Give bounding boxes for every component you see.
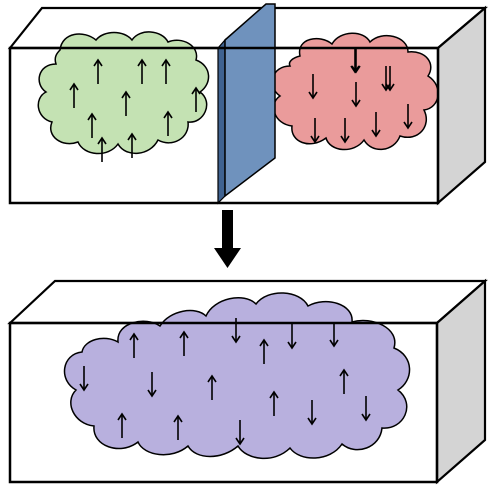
top-box-front-face <box>8 46 440 205</box>
up-arrow-icon <box>117 412 127 438</box>
up-arrow-icon <box>129 332 139 358</box>
down-arrow-icon <box>371 112 381 138</box>
partition-face <box>224 3 276 198</box>
down-arrow-icon <box>351 48 361 74</box>
down-arrow-icon <box>381 66 391 92</box>
down-arrow-icon <box>147 372 157 398</box>
down-arrow-icon <box>310 118 320 144</box>
partition-edge <box>217 38 226 205</box>
up-arrow-icon <box>121 90 131 116</box>
partition <box>217 3 276 205</box>
up-arrow-icon <box>269 390 279 416</box>
down-arrow-icon <box>79 366 89 392</box>
up-arrow-icon <box>191 86 201 112</box>
down-arrow-icon <box>403 104 413 130</box>
down-spin-arrows <box>308 48 413 144</box>
down-arrow-icon <box>287 324 297 350</box>
red-gas-cloud <box>271 32 439 151</box>
up-arrow-icon <box>161 58 171 84</box>
down-arrow-icon <box>350 48 360 74</box>
up-arrow-icon <box>179 330 189 356</box>
up-arrow-icon <box>87 112 97 138</box>
down-arrow-icon <box>307 400 317 426</box>
down-arrow-icon <box>361 396 371 422</box>
down-arrow-icon <box>329 322 339 348</box>
down-arrow-icon <box>351 82 361 108</box>
down-arrow-icon <box>231 318 241 344</box>
bottom-box-front-face <box>8 321 439 484</box>
up-spin-arrows <box>69 58 201 162</box>
mixed-spin-arrows <box>79 318 371 446</box>
up-arrow-icon <box>259 338 269 364</box>
top-box <box>7 3 488 206</box>
up-arrow-icon <box>97 136 107 162</box>
green-gas-cloud <box>37 31 210 155</box>
down-arrow-icon <box>308 74 318 100</box>
up-arrow-icon <box>93 58 103 84</box>
down-arrow-icon <box>235 420 245 446</box>
up-arrow-icon <box>137 58 147 84</box>
up-arrow-icon <box>127 132 137 158</box>
bottom-box <box>7 278 488 485</box>
down-arrow-icon <box>385 66 395 92</box>
up-arrow-icon <box>339 368 349 394</box>
down-arrow-icon <box>214 210 241 268</box>
up-arrow-icon <box>207 374 217 400</box>
down-arrow-icon <box>340 118 350 144</box>
up-arrow-icon <box>173 414 183 440</box>
up-arrow-icon <box>69 82 79 108</box>
mixed-gas-cloud <box>63 292 411 460</box>
up-arrow-icon <box>163 110 173 136</box>
